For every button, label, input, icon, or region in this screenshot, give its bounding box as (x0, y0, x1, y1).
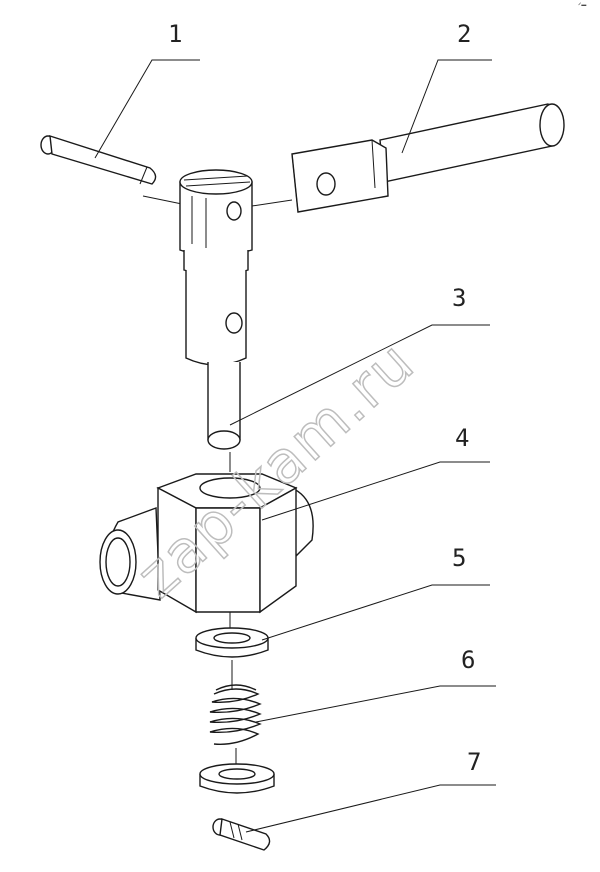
callout-4: 4 (455, 424, 469, 452)
callout-3: 3 (452, 284, 466, 312)
callout-7: 7 (467, 748, 481, 776)
leader-2 (401, 59, 492, 154)
center-line-2 (251, 199, 293, 207)
part-7-cotter-pin (212, 818, 271, 851)
part-5-washer (195, 627, 269, 658)
leader-7 (245, 784, 496, 833)
part-6-spring (209, 684, 262, 745)
leader-5 (261, 584, 490, 641)
leader-1 (94, 59, 200, 159)
callout-2: 2 (457, 20, 471, 48)
callout-6: 6 (461, 646, 475, 674)
leader-3 (229, 324, 490, 426)
corner-mark: ᐟ━ (578, 1, 586, 10)
leader-4 (261, 461, 490, 521)
part-3-spindle (179, 169, 253, 450)
callout-5: 5 (452, 544, 466, 572)
leader-6 (255, 685, 496, 723)
part-2-lever (291, 103, 565, 213)
part-4-valve-body (99, 473, 314, 614)
center-line-1 (142, 195, 183, 205)
callout-1: 1 (168, 20, 182, 48)
part-lower-washer (199, 763, 275, 794)
part-1-pin (40, 135, 157, 185)
